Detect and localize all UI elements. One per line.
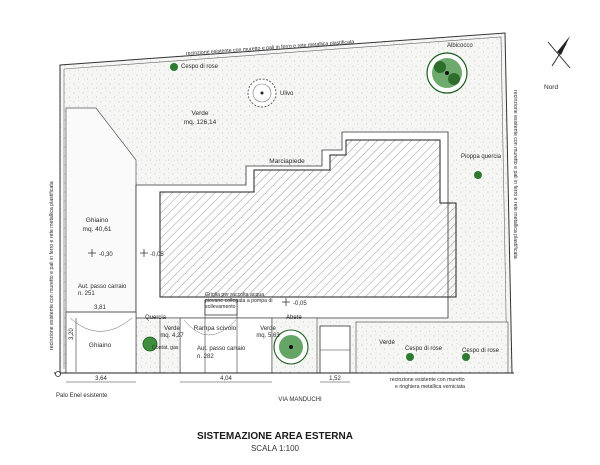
rose-bush-icon — [170, 63, 178, 71]
quercia-label: Quercia — [145, 315, 167, 321]
cespo-label-2: Cespo di rose — [405, 346, 443, 352]
level-marker-icon — [88, 249, 290, 306]
north-arrow-icon — [547, 36, 571, 69]
palo-enel-marker-icon — [55, 371, 61, 377]
dimension-d2: 3,20 — [69, 328, 75, 340]
ulivo-label: Ulivo — [280, 91, 294, 97]
contat-gas-label: Contat. gas — [152, 345, 179, 351]
fence-bottom-label-2: e ringhiera metallica verniciata — [395, 384, 465, 390]
albicocco-tree-icon — [426, 52, 468, 94]
rose-bush-icon-2 — [406, 353, 414, 361]
level-label-2: -0,05 — [150, 252, 164, 258]
rose-bush-icon-3 — [462, 353, 470, 361]
grate — [204, 299, 238, 316]
abete-label: Abete — [286, 315, 302, 321]
abete-tree-icon — [273, 329, 309, 365]
marciapiede-label: Marciapiede — [269, 158, 305, 165]
ramp-area — [179, 317, 273, 374]
pedestrian-gate — [319, 325, 351, 374]
ghiaino-left-label: Ghiaino — [86, 217, 109, 224]
aut2-line2: n. 282 — [197, 354, 214, 360]
building — [159, 139, 457, 298]
ulivo-tree-icon — [247, 78, 277, 108]
pioppa-label: Pioppa quercia — [461, 154, 502, 160]
aut2-line1: Aut. passo carraio — [197, 346, 246, 352]
aut1-line1: Aut. passo carraio — [78, 284, 127, 290]
drawing-scale: SCALA 1:100 — [251, 444, 300, 453]
level-label-3: -0,05 — [293, 301, 307, 307]
verde-main-label: Verde — [192, 110, 209, 117]
dimension-lines — [66, 311, 350, 383]
ghiaino-left-area: mq. 40,61 — [83, 226, 112, 233]
verde-a-area: mq. 4,27 — [160, 333, 184, 339]
gate-swing-2 — [183, 319, 237, 336]
cespo-label-1: Cespo di rose — [181, 64, 219, 70]
level-label-1: -0,30 — [99, 252, 113, 258]
ghiaino-bottom-label: Ghiaino — [89, 342, 112, 349]
verde-c-label: Verde — [379, 340, 395, 346]
gate-swing — [69, 317, 133, 332]
street-label: VIA MANDUCHI — [278, 397, 322, 403]
albicocco-label: Albicocco — [447, 43, 473, 49]
griglia-note-1: Griglia per raccolta acqua — [205, 292, 264, 298]
green-right-bottom — [355, 321, 509, 374]
fence-right-label: recinzione esistente con muretto e pali … — [512, 90, 518, 259]
rampa-label: Rampa scivolo — [194, 325, 237, 332]
verde-main-area: mq. 126,14 — [184, 119, 217, 126]
fence-left-label: recinzione esistente con muretto e pali … — [49, 181, 55, 350]
dimension-d1: 3,81 — [94, 305, 106, 311]
quercia-tree-icon — [142, 336, 158, 352]
verde-b-area: mq. 5,63 — [256, 333, 280, 339]
verde-b-label: Verde — [260, 326, 276, 332]
cespo-label-3: Cespo di rose — [462, 348, 500, 354]
drawing-title: SISTEMAZIONE AREA ESTERNA — [197, 431, 353, 442]
aut1-line2: n. 251 — [78, 291, 95, 297]
griglia-note-3: sollevamento — [205, 304, 236, 310]
dimension-d3: 3,64 — [95, 376, 107, 382]
fence-line — [63, 36, 508, 370]
north-label: Nord — [544, 84, 558, 91]
palo-enel-label: Palo Enel esistente — [56, 393, 108, 399]
dimension-d4: 4,04 — [220, 376, 232, 382]
fence-bottom-label-1: recinzione esistente con muretto — [390, 377, 465, 383]
dimension-d5: 1,52 — [329, 376, 341, 382]
griglia-note-2: piovane collegata a pompa di — [205, 298, 273, 304]
poplar-tree-icon — [474, 171, 482, 179]
verde-a-label: Verde — [164, 326, 180, 332]
